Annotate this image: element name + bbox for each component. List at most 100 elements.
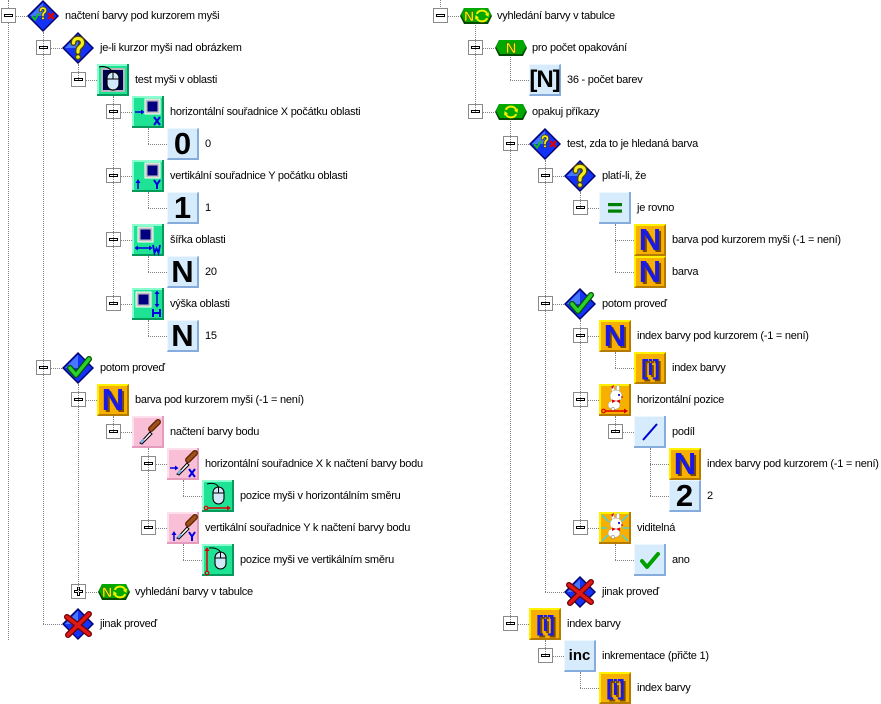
tree-connector-line <box>51 368 62 369</box>
tree-node[interactable]: N vyhledání barvy v tabulce <box>459 0 615 32</box>
tree-connector-line <box>148 256 149 272</box>
tree-connector-line <box>553 176 564 177</box>
else-icon <box>62 608 94 640</box>
number-variable-icon: N <box>599 318 631 353</box>
tree-node[interactable]: test myši v oblasti <box>97 64 217 96</box>
tree-node[interactable]: platí-li, že <box>564 160 646 192</box>
tree-node[interactable]: jinak proveď <box>564 576 659 608</box>
tree-connector-line <box>510 57 511 80</box>
icon-glyph: [i] <box>536 611 555 636</box>
tree-node[interactable]: je rovno <box>599 192 674 224</box>
tree-node[interactable]: [i]index barvy <box>529 608 621 640</box>
node-label: 1 <box>205 202 211 214</box>
tree-node[interactable]: potom proveď <box>564 288 667 320</box>
tree-connector-line <box>650 448 651 496</box>
tree-connector-line <box>650 464 669 465</box>
tree-connector-line <box>113 416 114 432</box>
node-label: inkrementace (přičte 1) <box>602 650 709 662</box>
node-label: potom proveď <box>100 362 165 374</box>
icon-glyph: N <box>464 8 474 24</box>
tree-connector-line <box>580 320 581 528</box>
region-y-icon <box>132 160 164 192</box>
sprite-x-icon <box>599 384 631 416</box>
tree-node[interactable]: šířka oblasti <box>132 224 226 256</box>
tree-node[interactable]: N vyhledání barvy v tabulce <box>97 576 253 608</box>
node-label: test myši v oblasti <box>135 74 218 86</box>
tree-node[interactable]: vertikální souřadnice Y počátku oblasti <box>132 160 348 192</box>
tree-node[interactable]: potom proveď <box>62 352 165 384</box>
if-icon <box>62 32 94 64</box>
tree-connector-line <box>588 528 599 529</box>
icon-glyph: inc <box>568 647 591 664</box>
icon-glyph: N <box>101 382 125 417</box>
tree-connector-line <box>580 672 581 688</box>
tree-connector-line <box>545 592 564 593</box>
tree-connector-line <box>148 144 167 145</box>
node-label: viditelná <box>637 522 676 534</box>
collapse-toggle[interactable] <box>1 8 16 23</box>
tree-node[interactable]: pozice myši ve vertikálním směru <box>202 544 394 576</box>
mouse-y-icon <box>202 544 234 576</box>
tree-connector-line <box>440 0 441 7</box>
index-variable-icon: [i] <box>529 608 561 640</box>
number-variable-icon: N <box>634 222 666 257</box>
node-label: ano <box>672 554 690 566</box>
tree-node[interactable]: ano <box>634 544 690 576</box>
tree-node[interactable]: jinak proveď <box>62 608 157 640</box>
icon-glyph: N <box>171 253 194 289</box>
tree-connector-line <box>43 624 62 625</box>
node-label: horizontální pozice <box>637 394 724 406</box>
icon-glyph: [i] <box>641 355 660 380</box>
tree-connector-line <box>113 96 114 304</box>
node-label: index barvy <box>672 362 726 374</box>
tree-node[interactable]: je-li kurzor myši nad obrázkem <box>62 32 242 64</box>
count-constant-icon: [N] <box>529 64 561 96</box>
repeat-count-icon: N <box>494 39 528 57</box>
test-condition-icon <box>27 0 59 32</box>
tree-node[interactable]: podíl <box>634 416 695 448</box>
tree-node[interactable]: horizontální souřadnice X počátku oblast… <box>132 96 361 128</box>
node-label: výška oblasti <box>170 298 230 310</box>
tree-node[interactable]: [i]index barvy <box>599 672 691 704</box>
collapse-toggle[interactable] <box>433 8 448 23</box>
tree-connector-line <box>518 624 529 625</box>
then-icon <box>564 288 596 320</box>
tree-node[interactable]: horizontální pozice <box>599 384 724 416</box>
else-icon <box>564 576 596 608</box>
tree-connector-line <box>615 560 634 561</box>
tree-connector-line <box>615 544 616 560</box>
tree-connector-line <box>588 208 599 209</box>
tree-node[interactable]: načtení barvy bodu <box>132 416 259 448</box>
tree-node[interactable]: inc inkrementace (přičte 1) <box>564 640 709 672</box>
node-label: šířka oblasti <box>170 234 226 246</box>
icon-glyph: N <box>638 222 662 257</box>
node-label: je rovno <box>637 202 675 214</box>
tree-node[interactable]: [i] index barvy <box>634 352 726 384</box>
tree-connector-line <box>518 144 529 145</box>
tree-node[interactable]: pozice myši v horizontálním směru <box>202 480 401 512</box>
tree-node[interactable]: horizontální souřadnice X k načtení barv… <box>167 448 423 480</box>
icon-glyph: N <box>506 40 517 57</box>
tree-node[interactable]: výška oblasti <box>132 288 230 320</box>
region-height-icon <box>132 288 164 320</box>
tree-node[interactable]: vertikální souřadnice Y k načtení barvy … <box>167 512 410 544</box>
node-label: index barvy pod kurzorem (-1 = není) <box>637 330 809 342</box>
node-label: 2 <box>707 490 713 502</box>
tree-node[interactable]: opakuj příkazy <box>494 96 600 128</box>
tree-node[interactable]: test, zda to je hledaná barva <box>529 128 698 160</box>
tree-node[interactable]: načtení barvy pod kurzorem myši <box>27 0 220 32</box>
tree-node[interactable]: [N]36 - počet barev <box>529 64 643 96</box>
tree-node[interactable]: viditelná <box>599 512 675 544</box>
